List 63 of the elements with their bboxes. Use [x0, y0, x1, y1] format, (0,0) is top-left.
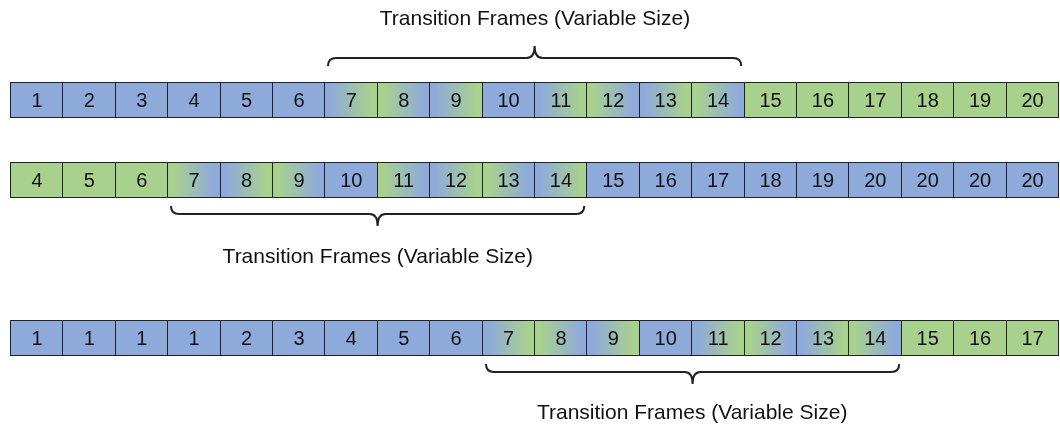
frame-cell: 20: [1005, 82, 1060, 118]
frame-cell: 20: [900, 162, 955, 198]
brace-label: Transition Frames (Variable Size): [379, 6, 691, 30]
frame-cell: 9: [429, 82, 484, 118]
frame-cell: 13: [796, 320, 850, 356]
frame-cell: 8: [376, 82, 431, 118]
frame-cell: 15: [586, 162, 641, 198]
frame-cell: 1: [10, 82, 64, 118]
frame-cell: 20: [848, 162, 903, 198]
frame-cell: 5: [376, 320, 431, 356]
frame-cell: 9: [272, 162, 326, 198]
frame-cell: 15: [900, 320, 955, 356]
frame-cell: 4: [10, 162, 64, 198]
frame-cell: 8: [219, 162, 274, 198]
frame-cell: 14: [534, 162, 588, 198]
frame-cell: 11: [534, 82, 588, 118]
frame-cell: 11: [691, 320, 746, 356]
frame-cell: 16: [796, 82, 850, 118]
frame-cell: 20: [953, 162, 1008, 198]
frame-cell: 16: [638, 162, 693, 198]
frame-cell: 7: [481, 320, 536, 356]
frame-cell: 2: [219, 320, 274, 356]
frame-cell: 14: [691, 82, 746, 118]
frame-cell: 1: [114, 320, 169, 356]
frame-cell: 4: [324, 320, 379, 356]
frame-cell: 8: [534, 320, 588, 356]
frame-cell: 14: [848, 320, 903, 356]
frame-cell: 5: [219, 82, 274, 118]
frame-cell: 1: [167, 320, 222, 356]
frame-cell: 11: [376, 162, 431, 198]
frame-cell: 12: [429, 162, 484, 198]
frame-cell: 16: [953, 320, 1008, 356]
frame-cell: 7: [167, 162, 222, 198]
frame-cell: 20: [1005, 162, 1060, 198]
frame-cell: 4: [167, 82, 222, 118]
frame-cell: 10: [481, 82, 536, 118]
frame-cell: 5: [62, 162, 117, 198]
frame-cell: 17: [848, 82, 903, 118]
frame-cell: 10: [324, 162, 379, 198]
frame-cell: 12: [743, 320, 798, 356]
brace-label: Transition Frames (Variable Size): [536, 400, 848, 424]
frame-cell: 10: [638, 320, 693, 356]
frame-cell: 3: [114, 82, 169, 118]
frame-cell: 18: [900, 82, 955, 118]
frame-cell: 6: [429, 320, 484, 356]
frame-cell: 7: [324, 82, 379, 118]
frame-cell: 15: [743, 82, 798, 118]
frame-cell: 6: [272, 82, 326, 118]
frame-cell: 3: [272, 320, 326, 356]
frame-cell: 12: [586, 82, 641, 118]
frame-cell: 1: [10, 320, 64, 356]
frame-cell: 17: [1005, 320, 1060, 356]
frame-cell: 9: [586, 320, 641, 356]
frame-cell: 13: [481, 162, 536, 198]
frame-cell: 19: [953, 82, 1008, 118]
frame-cell: 2: [62, 82, 117, 118]
frame-cell: 6: [114, 162, 169, 198]
brace-label: Transition Frames (Variable Size): [222, 244, 533, 268]
frame-cell: 18: [743, 162, 798, 198]
frame-cell: 17: [691, 162, 746, 198]
frame-cell: 1: [62, 320, 117, 356]
frame-cell: 19: [796, 162, 850, 198]
frame-cell: 13: [638, 82, 693, 118]
